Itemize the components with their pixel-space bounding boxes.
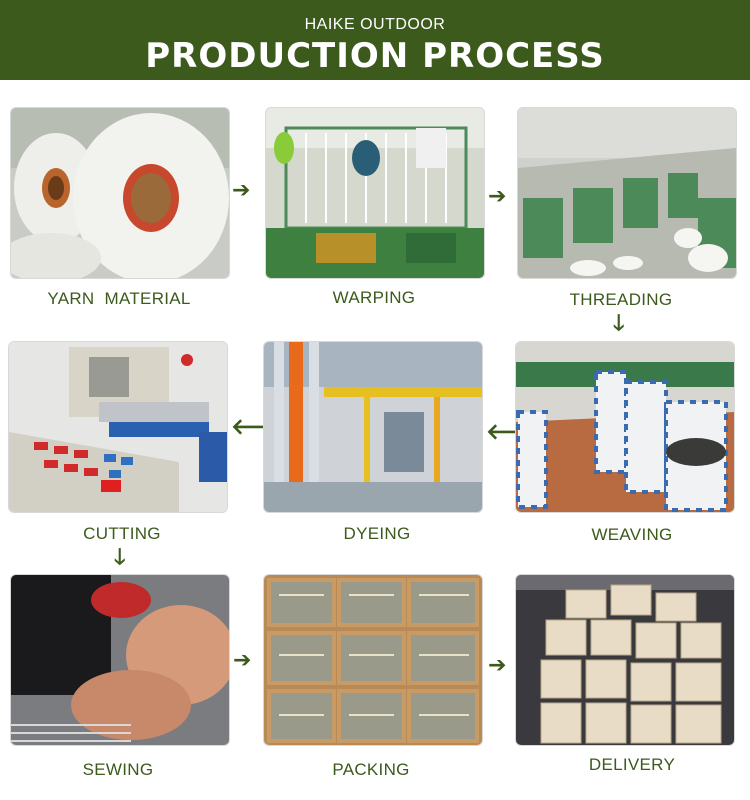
brand-name: HAIKE OUTDOOR: [304, 16, 446, 33]
photo-cutting: [8, 341, 228, 513]
step-label-threading: THREADING: [569, 290, 673, 309]
photo-warping: [265, 107, 485, 279]
photo-packing: [263, 574, 483, 746]
arrow-down-icon: 🡓: [613, 311, 625, 336]
arrow-down-icon: 🡓: [114, 545, 126, 570]
photo-sewing: [10, 574, 230, 746]
photo-weaving: [515, 341, 735, 513]
step-label-cutting: CUTTING: [83, 524, 161, 543]
header-banner: HAIKE OUTDOOR PRODUCTION PROCESS: [0, 0, 750, 80]
photo-yarn-material: [10, 107, 230, 279]
step-label-yarn-material: YARN MATERIAL: [47, 289, 191, 308]
photo-threading: [517, 107, 737, 279]
arrow-right-icon: ➔: [232, 178, 251, 203]
page-title: PRODUCTION PROCESS: [145, 36, 605, 76]
photo-dyeing: [263, 341, 483, 513]
step-label-weaving: WEAVING: [591, 525, 673, 544]
arrow-right-icon: ➔: [488, 184, 507, 209]
step-label-warping: WARPING: [332, 288, 416, 307]
photo-delivery: [515, 574, 735, 746]
step-label-delivery: DELIVERY: [588, 755, 676, 774]
step-label-sewing: SEWING: [82, 760, 154, 779]
step-label-packing: PACKING: [332, 760, 410, 779]
step-label-dyeing: DYEING: [343, 524, 411, 543]
arrow-right-icon: ➔: [233, 648, 252, 673]
arrow-right-icon: ➔: [488, 653, 507, 678]
